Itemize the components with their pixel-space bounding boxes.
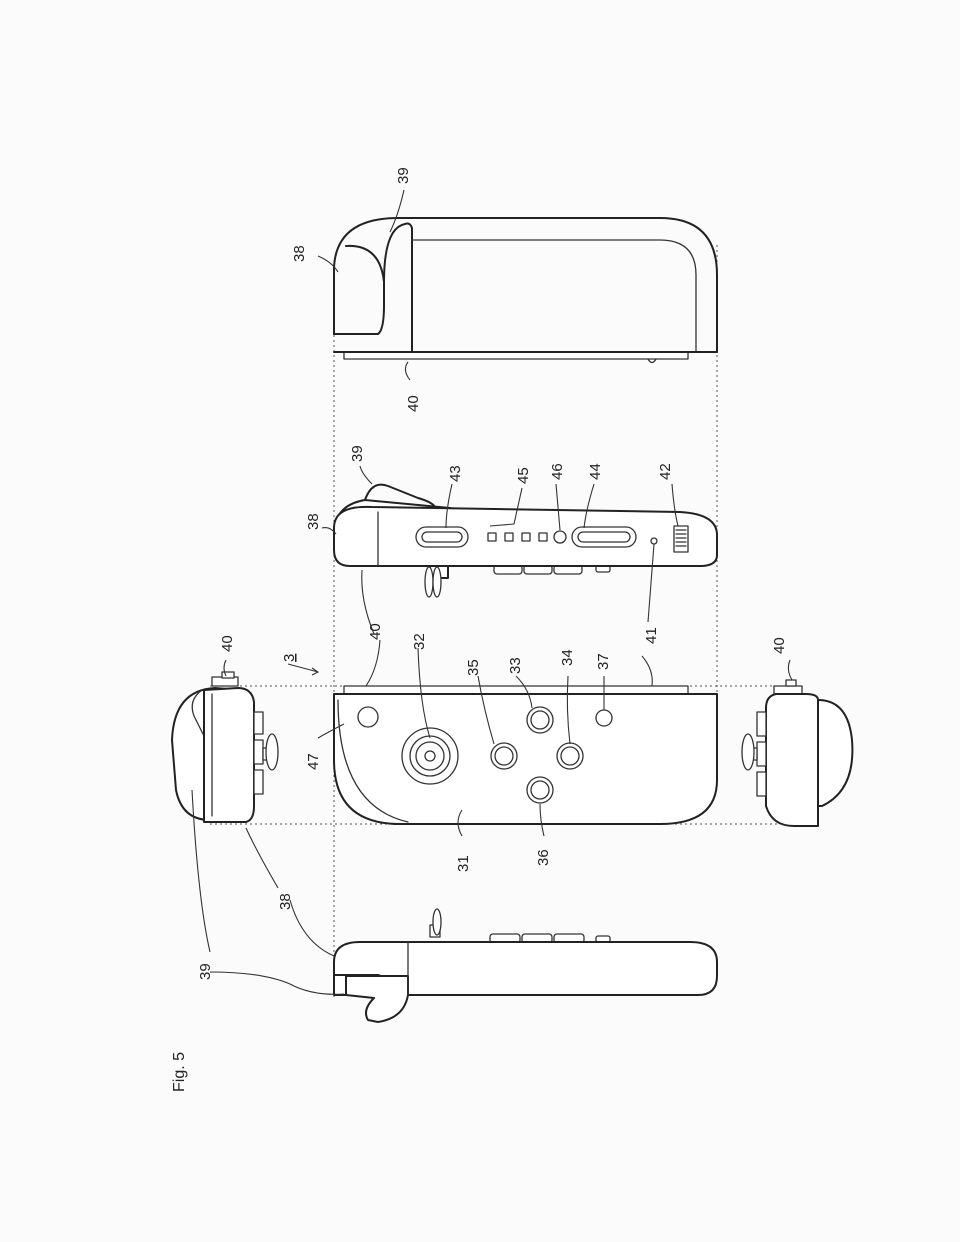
leader-lines bbox=[191, 189, 793, 995]
label-40-right: 40 bbox=[771, 637, 788, 654]
controller-bottom-view bbox=[333, 908, 718, 1023]
label-37: 37 bbox=[595, 653, 612, 670]
label-38-top: 38 bbox=[291, 245, 308, 262]
label-40-side: 40 bbox=[367, 623, 384, 640]
controller-top-view bbox=[333, 217, 718, 364]
label-40-left: 40 bbox=[219, 635, 236, 652]
label-47: 47 bbox=[305, 753, 322, 770]
controller-side-view bbox=[333, 483, 718, 598]
label-34: 34 bbox=[559, 649, 576, 666]
label-39-side: 39 bbox=[349, 445, 366, 462]
label-31: 31 bbox=[455, 855, 472, 872]
button-37 bbox=[595, 709, 613, 727]
label-35: 35 bbox=[465, 659, 482, 676]
analog-stick bbox=[401, 727, 459, 785]
reference-numerals: 39 38 40 39 38 43 45 46 44 42 41 40 32 3… bbox=[171, 167, 788, 1092]
label-44: 44 bbox=[587, 463, 604, 480]
label-39-left: 39 bbox=[197, 963, 214, 980]
label-36: 36 bbox=[535, 849, 552, 866]
label-32: 32 bbox=[411, 633, 428, 650]
label-controller-3: 3 bbox=[281, 654, 298, 662]
controller-front-view bbox=[333, 685, 718, 825]
button-47 bbox=[357, 706, 379, 728]
figure-caption: Fig. 5 bbox=[171, 1052, 188, 1092]
label-45: 45 bbox=[515, 467, 532, 484]
label-40-top: 40 bbox=[405, 395, 422, 412]
label-38-side: 38 bbox=[305, 513, 322, 530]
controller-end-view-right bbox=[741, 679, 854, 827]
controller-end-view-left bbox=[171, 671, 279, 823]
label-39-top: 39 bbox=[395, 167, 412, 184]
label-33: 33 bbox=[507, 657, 524, 674]
label-38-left: 38 bbox=[277, 893, 294, 910]
label-42: 42 bbox=[657, 463, 674, 480]
label-46: 46 bbox=[549, 463, 566, 480]
label-41: 41 bbox=[643, 627, 660, 644]
label-43: 43 bbox=[447, 465, 464, 482]
